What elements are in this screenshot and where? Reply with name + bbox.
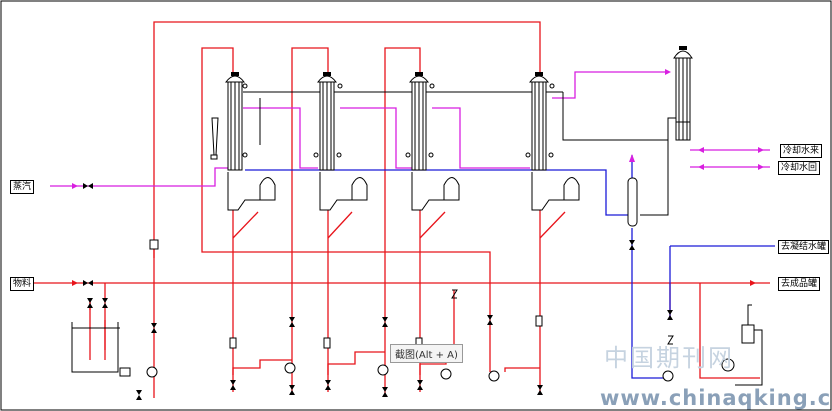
cooling-water-out-label: 冷却水回	[778, 161, 821, 175]
pumps	[146, 358, 735, 382]
evaporator-3	[408, 72, 460, 211]
steam-lines	[50, 71, 770, 187]
condensate-label: 去凝结水罐	[778, 240, 830, 254]
evaporator-1	[224, 72, 276, 211]
watermark-url: www.chinaqking.com	[600, 386, 832, 410]
indicators	[119, 83, 555, 377]
evaporator-2	[316, 72, 368, 211]
vacuum-tank	[735, 304, 763, 386]
evaporator-4	[528, 72, 580, 211]
feed-tank	[71, 322, 120, 373]
watermark-cn: 中国期刊网	[604, 344, 734, 372]
separator	[627, 177, 638, 227]
valves	[83, 183, 673, 400]
flow-arrows	[72, 69, 764, 286]
rotameter	[211, 117, 219, 156]
condenser	[673, 46, 693, 141]
screenshot-tooltip: 截图(Alt + A)	[390, 344, 463, 363]
reducers	[451, 289, 674, 345]
cooling-water-in-label: 冷却水来	[780, 144, 823, 158]
product-label: 去成品罐	[778, 277, 821, 291]
material-label: 物料	[10, 277, 35, 291]
steam-label: 蒸汽	[10, 180, 35, 194]
